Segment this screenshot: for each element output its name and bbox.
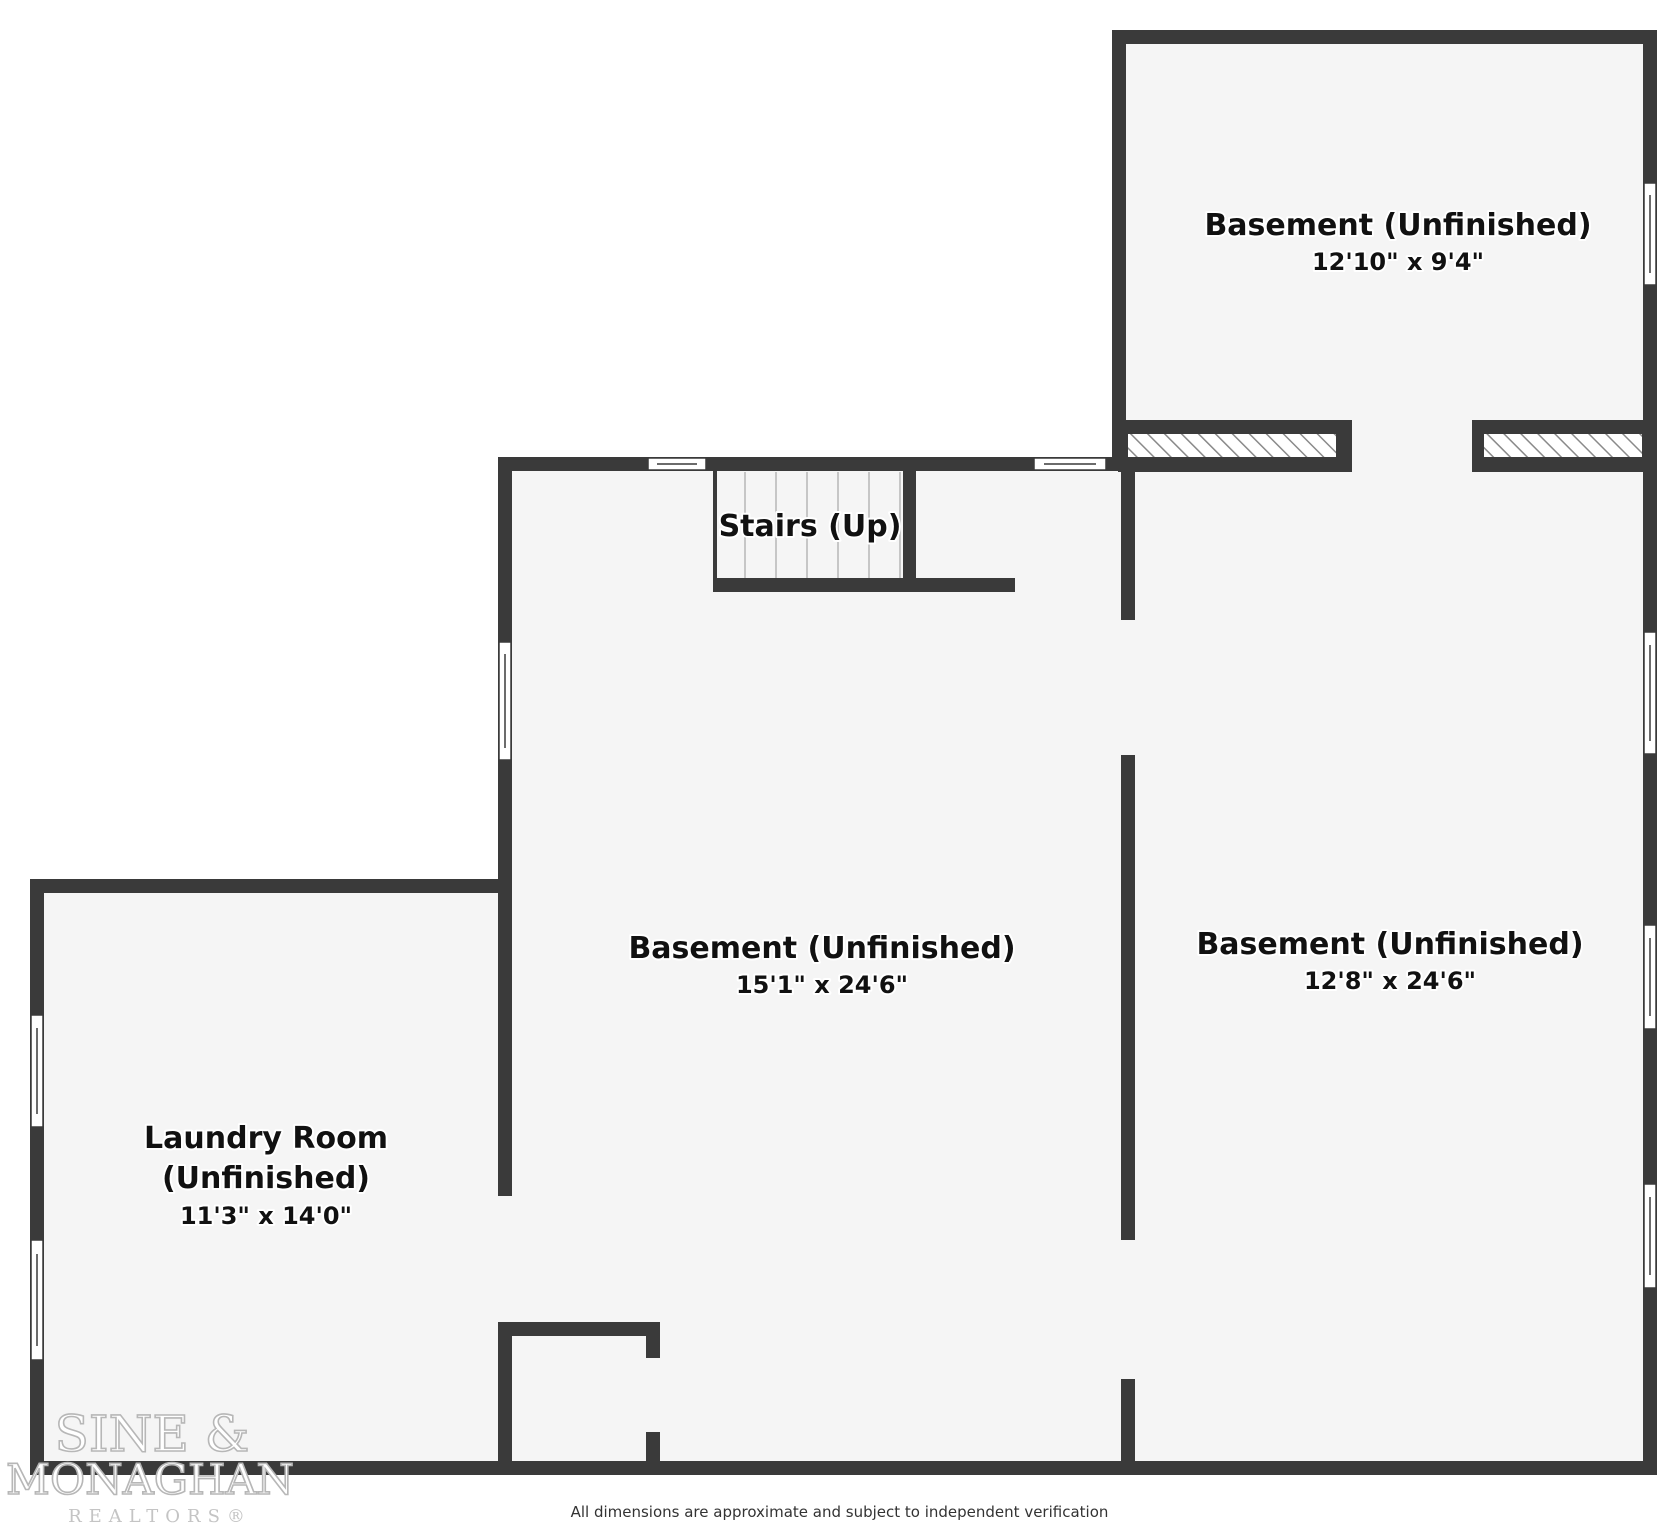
room-basement-center: Basement (Unfinished) 15'1" x 24'6" <box>626 929 1017 1001</box>
room-dimensions: 11'3" x 14'0" <box>180 1202 352 1230</box>
hatched-shelves <box>1128 434 1642 457</box>
window-top-left <box>647 457 707 471</box>
logo-line2: MONAGHAN <box>6 1455 294 1504</box>
wall-main-top <box>498 457 1124 471</box>
room-dimensions: 15'1" x 24'6" <box>736 971 908 999</box>
room-basement-top-right: Basement (Unfinished) 12'10" x 9'4" <box>1202 206 1593 278</box>
room-stairs: Stairs (Up) <box>717 507 904 546</box>
room-laundry: Laundry Room (Unfinished) 11'3" x 14'0" <box>142 1119 390 1232</box>
window-right-1 <box>1643 182 1657 286</box>
window-top-right <box>1033 457 1107 471</box>
room-name-line2: (Unfinished) <box>162 1161 370 1196</box>
room-name: Basement (Unfinished) <box>1196 927 1583 962</box>
window-right-4 <box>1643 1183 1657 1289</box>
room-name: Stairs (Up) <box>719 509 902 544</box>
wall-laundry-top <box>30 879 506 893</box>
stairs-wall-left <box>713 466 717 580</box>
partition-upper <box>1121 466 1135 620</box>
stair-treads <box>744 472 901 578</box>
closet-wall-left <box>498 1322 512 1475</box>
logo-line3: REALTORS® <box>68 1506 252 1525</box>
room-name: Basement (Unfinished) <box>1204 208 1591 243</box>
wall-top-right-top <box>1112 30 1656 44</box>
stairs-wall-bottom <box>713 578 1015 592</box>
room-dimensions: 12'8" x 24'6" <box>1304 967 1476 995</box>
wall-laundry-left <box>30 879 44 1475</box>
partition-middle <box>1121 755 1135 1240</box>
closet-wall-top <box>498 1322 660 1336</box>
closet-wall-jamb-bottom <box>646 1432 660 1475</box>
window-main-left <box>498 641 512 761</box>
closet-wall-jamb-top <box>646 1322 660 1358</box>
wall-bottom <box>30 1461 1657 1475</box>
logo-line1: SINE & <box>55 1405 250 1463</box>
wall-top-right-left <box>1112 30 1126 470</box>
stairs-wall-right <box>903 466 916 592</box>
partition-lower <box>1121 1379 1135 1474</box>
windows <box>30 182 1657 1361</box>
floor-area <box>37 37 1646 1464</box>
disclaimer-note: All dimensions are approximate and subje… <box>570 1503 1109 1521</box>
brand-logo: SINE & MONAGHAN REALTORS® <box>5 1404 295 1525</box>
window-laundry-lower <box>30 1239 44 1361</box>
room-basement-right: Basement (Unfinished) 12'8" x 24'6" <box>1194 925 1585 997</box>
window-right-3 <box>1643 924 1657 1030</box>
window-laundry-upper <box>30 1014 44 1128</box>
wall-main-left-lower <box>498 880 512 1196</box>
room-name-line1: Laundry Room <box>144 1121 388 1156</box>
window-right-2 <box>1643 631 1657 755</box>
room-dimensions: 12'10" x 9'4" <box>1312 248 1484 276</box>
room-name: Basement (Unfinished) <box>628 931 1015 966</box>
